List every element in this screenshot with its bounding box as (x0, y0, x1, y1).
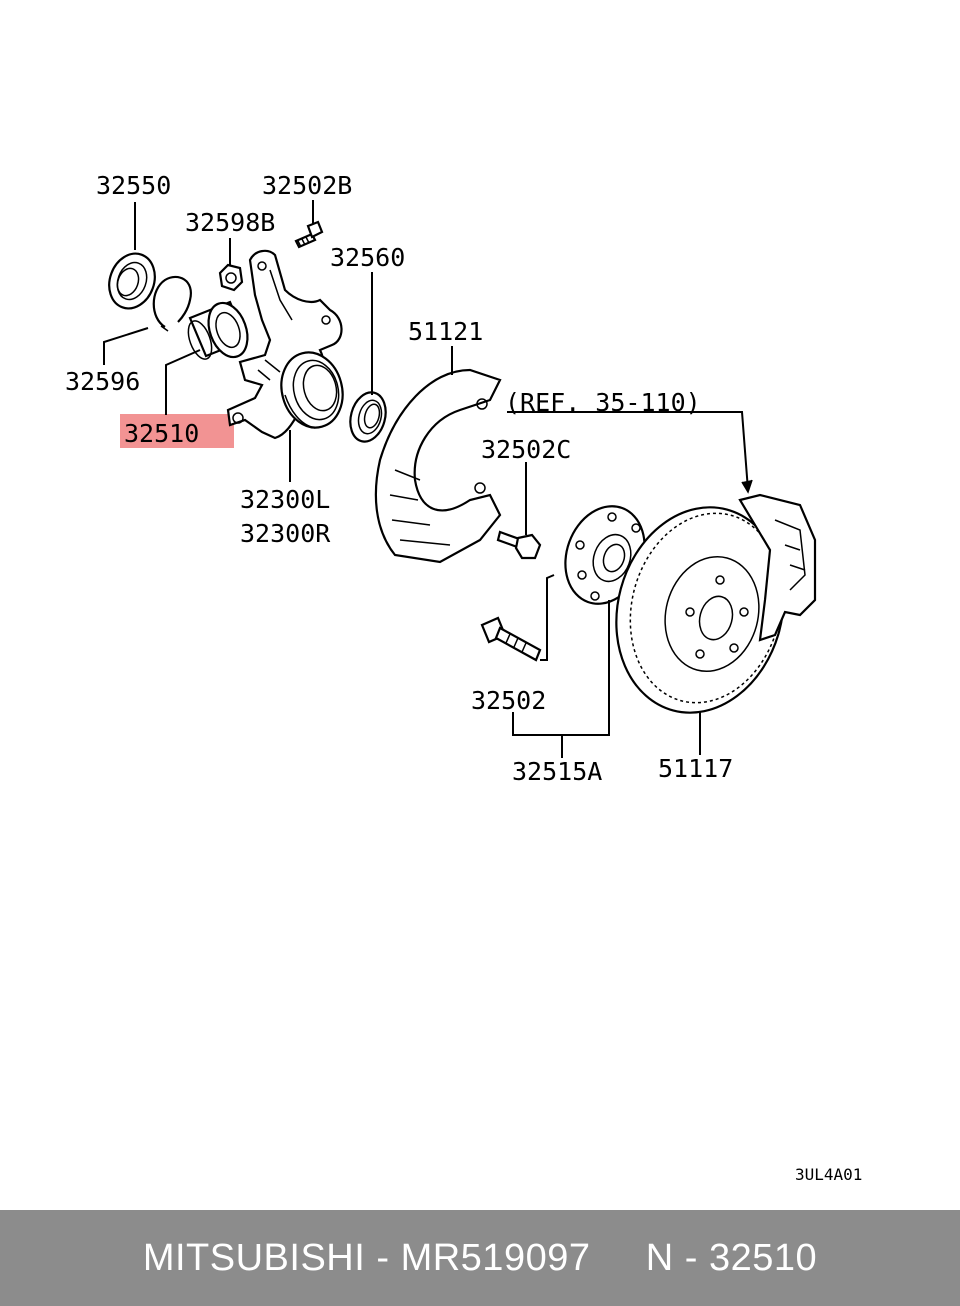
brake-caliper-ref (738, 493, 817, 642)
label-32502B: 32502B (262, 171, 352, 200)
label-32502C: 32502C (481, 435, 571, 464)
snap-ring-32596 (152, 275, 192, 332)
label-32300R: 32300R (240, 519, 331, 548)
oil-seal-32550 (108, 252, 156, 310)
leader-lines (103, 200, 753, 758)
steering-knuckle-32300 (226, 249, 344, 440)
nut-32598B (218, 263, 244, 292)
bolt-32502B (294, 220, 324, 249)
parts-diagram: 32550 32502B 32598B 32560 51121 32596 32… (65, 171, 862, 1184)
dust-shield-51121 (374, 368, 502, 564)
highlight-32510 (120, 414, 234, 448)
label-32515A: 32515A (512, 757, 602, 786)
label-32598B: 32598B (185, 208, 275, 237)
label-32300L: 32300L (240, 485, 330, 514)
label-32510: 32510 (124, 419, 199, 448)
label-ref-35-110: (REF. 35-110) (505, 388, 701, 417)
label-51121: 51121 (408, 317, 483, 346)
footer-part-number-text: MITSUBISHI - MR519097 N - 32510 (142, 1236, 818, 1279)
label-32550: 32550 (96, 171, 171, 200)
label-32502: 32502 (471, 686, 546, 715)
diagram-code: 3UL4A01 (795, 1165, 862, 1184)
bolt-32502C (496, 530, 542, 560)
footer-bar: MITSUBISHI - MR519097 N - 32510 (0, 1210, 960, 1306)
label-32596: 32596 (65, 367, 140, 396)
seal-32560 (349, 391, 387, 443)
label-32560: 32560 (330, 243, 405, 272)
label-51117: 51117 (658, 754, 733, 783)
bearing-32510 (187, 300, 249, 360)
hub-bolt-32502 (480, 616, 542, 662)
